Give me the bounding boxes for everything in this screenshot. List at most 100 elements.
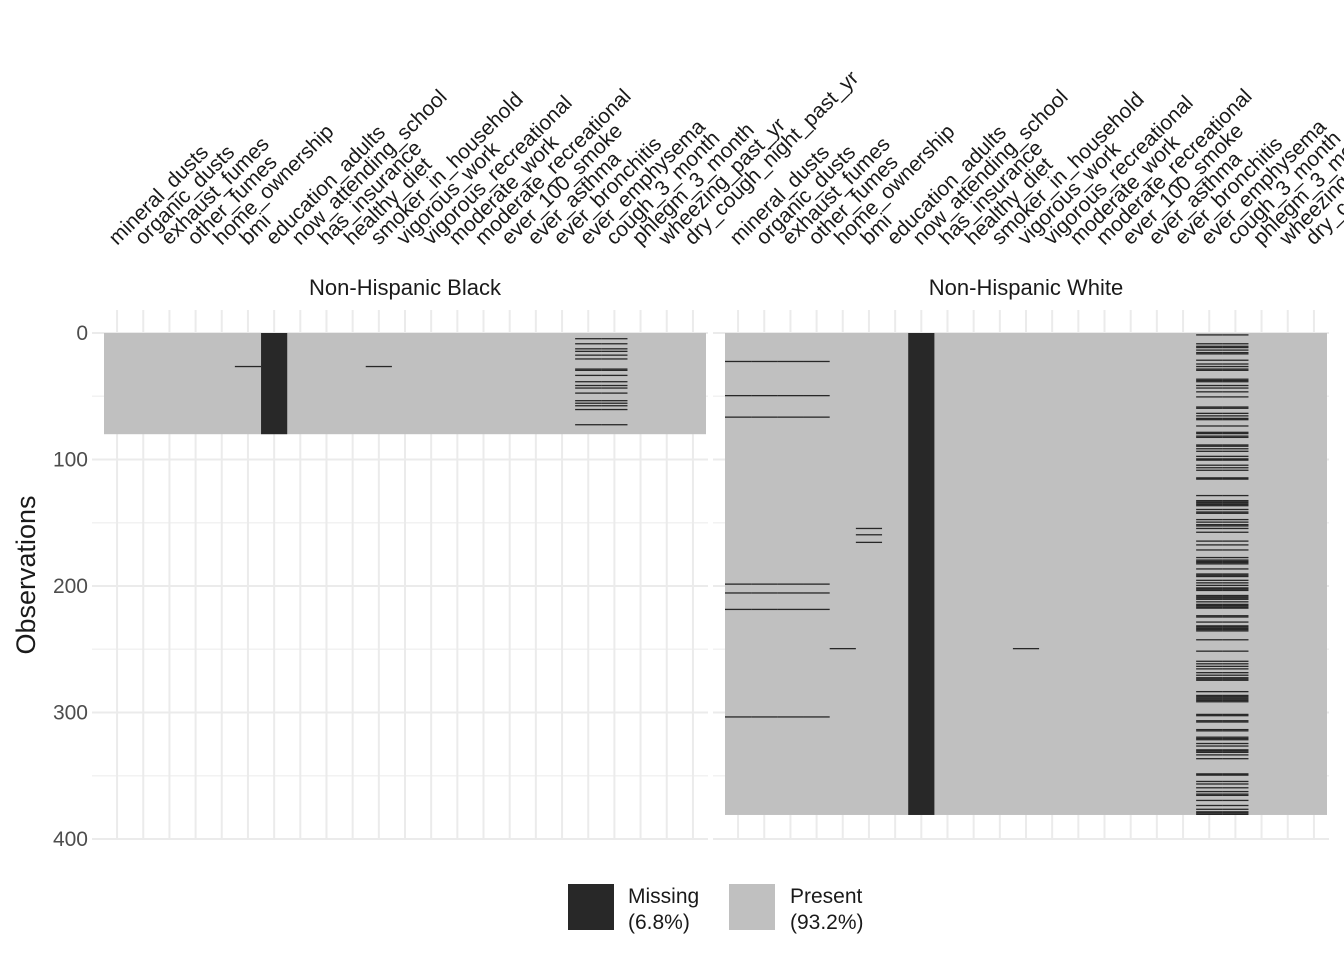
missing-cell-ever_emphysema: [1196, 494, 1223, 497]
missing-cell-cough_3_month: [1222, 436, 1249, 439]
missing-cell-cough_3_month: [1222, 730, 1249, 732]
missing-cell-cough_3_month: [1222, 793, 1249, 795]
missing-cell-ever_emphysema: [1196, 812, 1223, 814]
missing-cell-cough_3_month: [1222, 359, 1249, 361]
missing-cell-cough_3_month: [601, 343, 628, 345]
missing-cell-cough_3_month: [601, 358, 628, 360]
missing-cell-cough_3_month: [1222, 728, 1249, 731]
missing-cell-cough_3_month: [1222, 381, 1249, 383]
missing-cell-organic_dusts: [751, 394, 778, 397]
missing-cell-ever_emphysema: [1196, 698, 1223, 700]
missing-cell-cough_3_month: [1222, 345, 1249, 347]
missing-cell-home_ownership: [829, 647, 856, 650]
missing-cell-ever_emphysema: [1196, 467, 1223, 469]
missing-cell-cough_3_month: [1222, 378, 1249, 380]
missing-cell-ever_emphysema: [1196, 582, 1223, 584]
missing-cell-ever_emphysema: [1196, 349, 1223, 351]
missing-cell-ever_emphysema: [1196, 665, 1223, 667]
missing-cell-cough_3_month: [1222, 521, 1249, 523]
missing-cell-ever_emphysema: [1196, 601, 1223, 603]
missing-cell-cough_3_month: [1222, 594, 1249, 597]
missing-cell-cough_3_month: [1222, 696, 1249, 698]
missing-cell-cough_3_month: [1222, 604, 1249, 607]
missing-cell-ever_emphysema: [1196, 477, 1223, 479]
missing-cell-cough_3_month: [1222, 573, 1249, 575]
missing-cell-cough_3_month: [1222, 783, 1249, 785]
missing-cell-cough_3_month: [1222, 387, 1249, 389]
missing-cell-cough_3_month: [1222, 444, 1249, 446]
missing-cell-cough_3_month: [1222, 751, 1249, 754]
missing-cell-cough_3_month: [1222, 713, 1249, 716]
missing-cell-mineral_dusts: [725, 360, 752, 363]
missing-cell-ever_emphysema: [1196, 808, 1223, 810]
missing-cell-cough_3_month: [601, 348, 628, 350]
missing-cell-ever_emphysema: [1196, 353, 1223, 355]
missing-cell-ever_emphysema: [1196, 445, 1223, 447]
missing-cell-other_fumes: [803, 592, 830, 594]
missing-cell-ever_emphysema: [1196, 384, 1223, 387]
missing-cell-ever_emphysema: [1196, 690, 1223, 693]
missing-cell-mineral_dusts: [725, 394, 752, 397]
missing-cell-now_attending_school: [908, 333, 935, 815]
missing-cell-education_adults: [261, 333, 288, 435]
missing-cell-cough_3_month: [1222, 606, 1249, 608]
missing-cell-ever_emphysema: [1196, 811, 1223, 813]
missing-cell-cough_3_month: [1222, 499, 1249, 502]
missing-cell-ever_emphysema: [575, 343, 602, 345]
legend: Missing (6.8%) Present (93.2%): [568, 884, 864, 934]
missing-cell-cough_3_month: [1222, 368, 1249, 370]
missing-cell-cough_3_month: [601, 402, 628, 404]
missing-cell-ever_emphysema: [1196, 678, 1223, 680]
missing-cell-cough_3_month: [1222, 794, 1249, 797]
missing-cell-cough_3_month: [1222, 415, 1249, 417]
missing-cell-cough_3_month: [1222, 559, 1249, 561]
missing-cell-ever_emphysema: [1196, 604, 1223, 607]
missing-cell-ever_emphysema: [1196, 508, 1223, 511]
missing-cell-ever_emphysema: [1196, 561, 1223, 564]
missing-cell-cough_3_month: [601, 368, 628, 370]
missing-cell-ever_emphysema: [1196, 588, 1223, 590]
missing-cell-ever_emphysema: [1196, 407, 1223, 409]
missing-cell-bmi: [234, 365, 262, 368]
missing-cell-ever_emphysema: [1196, 549, 1223, 551]
missing-cell-cough_3_month: [1222, 560, 1249, 562]
missing-cell-cough_3_month: [1222, 629, 1249, 631]
missing-cell-ever_emphysema: [1196, 639, 1223, 641]
missing-cell-ever_emphysema: [1196, 629, 1223, 631]
missing-cell-cough_3_month: [1222, 758, 1249, 760]
missing-cell-ever_emphysema: [1196, 697, 1223, 699]
missing-cell-other_fumes: [803, 416, 830, 418]
missing-cell-exhaust_fumes: [777, 716, 804, 718]
missing-cell-ever_emphysema: [1196, 419, 1223, 421]
missing-cell-ever_emphysema: [1196, 627, 1223, 630]
missing-cell-cough_3_month: [1222, 353, 1249, 355]
missing-cell-cough_3_month: [1222, 549, 1249, 551]
missing-cell-ever_emphysema: [1196, 464, 1223, 466]
missing-cell-cough_3_month: [1222, 412, 1249, 414]
missing-cell-ever_emphysema: [1196, 365, 1223, 368]
missing-cell-ever_emphysema: [1196, 742, 1223, 745]
missing-cell-cough_3_month: [601, 405, 628, 407]
missing-cell-cough_3_month: [1222, 396, 1249, 398]
missing-cell-cough_3_month: [1222, 511, 1249, 513]
missing-cell-exhaust_fumes: [777, 416, 804, 418]
y-axis-title: Observations: [11, 495, 41, 654]
missing-cell-other_fumes: [803, 360, 830, 363]
missing-cell-exhaust_fumes: [777, 583, 804, 585]
missing-cell-ever_emphysema: [1196, 502, 1223, 504]
missing-cell-cough_3_month: [601, 338, 628, 340]
missing-cell-ever_emphysema: [1196, 511, 1223, 513]
missing-cell-ever_emphysema: [1196, 369, 1223, 371]
missing-cell-cough_3_month: [601, 374, 628, 377]
missing-cell-ever_emphysema: [1196, 603, 1223, 606]
missing-cell-ever_emphysema: [1196, 378, 1223, 380]
missing-cell-cough_3_month: [1222, 674, 1249, 676]
y-tick-label: 0: [76, 322, 88, 345]
missing-cell-ever_emphysema: [1196, 406, 1223, 408]
missing-cell-cough_3_month: [1222, 742, 1249, 745]
missing-cell-cough_3_month: [1222, 458, 1249, 460]
missing-cell-cough_3_month: [1222, 736, 1249, 738]
missing-cell-ever_emphysema: [1196, 432, 1223, 435]
missing-cell-ever_emphysema: [1196, 525, 1223, 527]
missing-cell-cough_3_month: [601, 381, 628, 383]
